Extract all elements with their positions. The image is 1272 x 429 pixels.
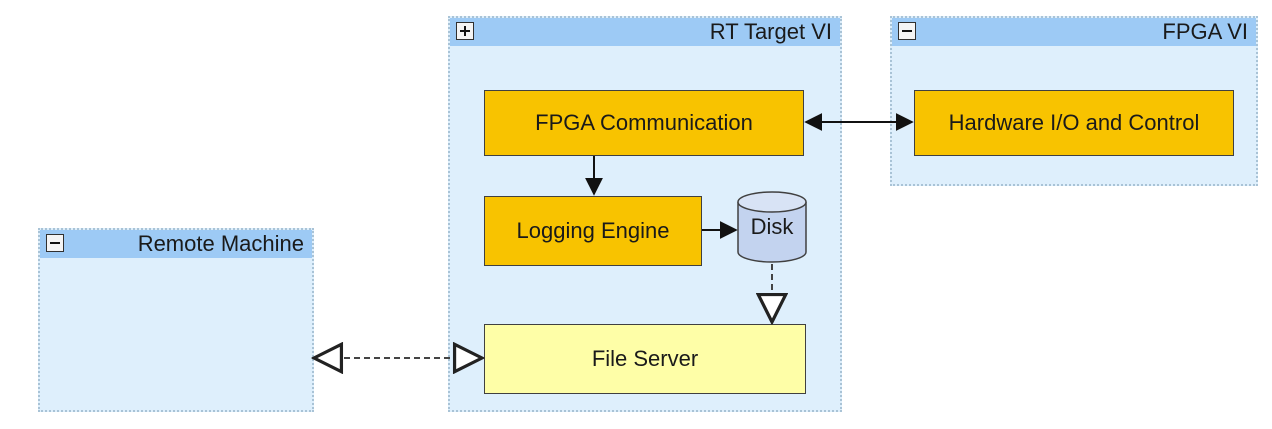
remote-machine-title: Remote Machine xyxy=(137,231,304,256)
file-server-node[interactable]: File Server xyxy=(484,324,806,394)
rt-target-header: RT Target VI xyxy=(450,18,840,46)
expand-icon[interactable] xyxy=(456,22,474,40)
hardware-io-node[interactable]: Hardware I/O and Control xyxy=(914,90,1234,156)
remote-machine-header: Remote Machine xyxy=(40,230,312,258)
fpga-vi-header: FPGA VI xyxy=(892,18,1256,46)
fpga-communication-node[interactable]: FPGA Communication xyxy=(484,90,804,156)
fpga-vi-title: FPGA VI xyxy=(1162,19,1248,44)
logging-engine-node[interactable]: Logging Engine xyxy=(484,196,702,266)
rt-target-title: RT Target VI xyxy=(709,19,832,44)
collapse-icon[interactable] xyxy=(46,234,64,252)
logging-engine-label: Logging Engine xyxy=(516,218,670,243)
fpga-communication-label: FPGA Communication xyxy=(535,110,753,135)
disk-icon xyxy=(737,191,807,263)
disk-label: Disk xyxy=(750,214,794,239)
remote-machine-group: Remote Machine xyxy=(38,228,314,412)
hardware-io-label: Hardware I/O and Control xyxy=(948,110,1200,135)
file-server-label: File Server xyxy=(591,346,699,371)
collapse-icon[interactable] xyxy=(898,22,916,40)
